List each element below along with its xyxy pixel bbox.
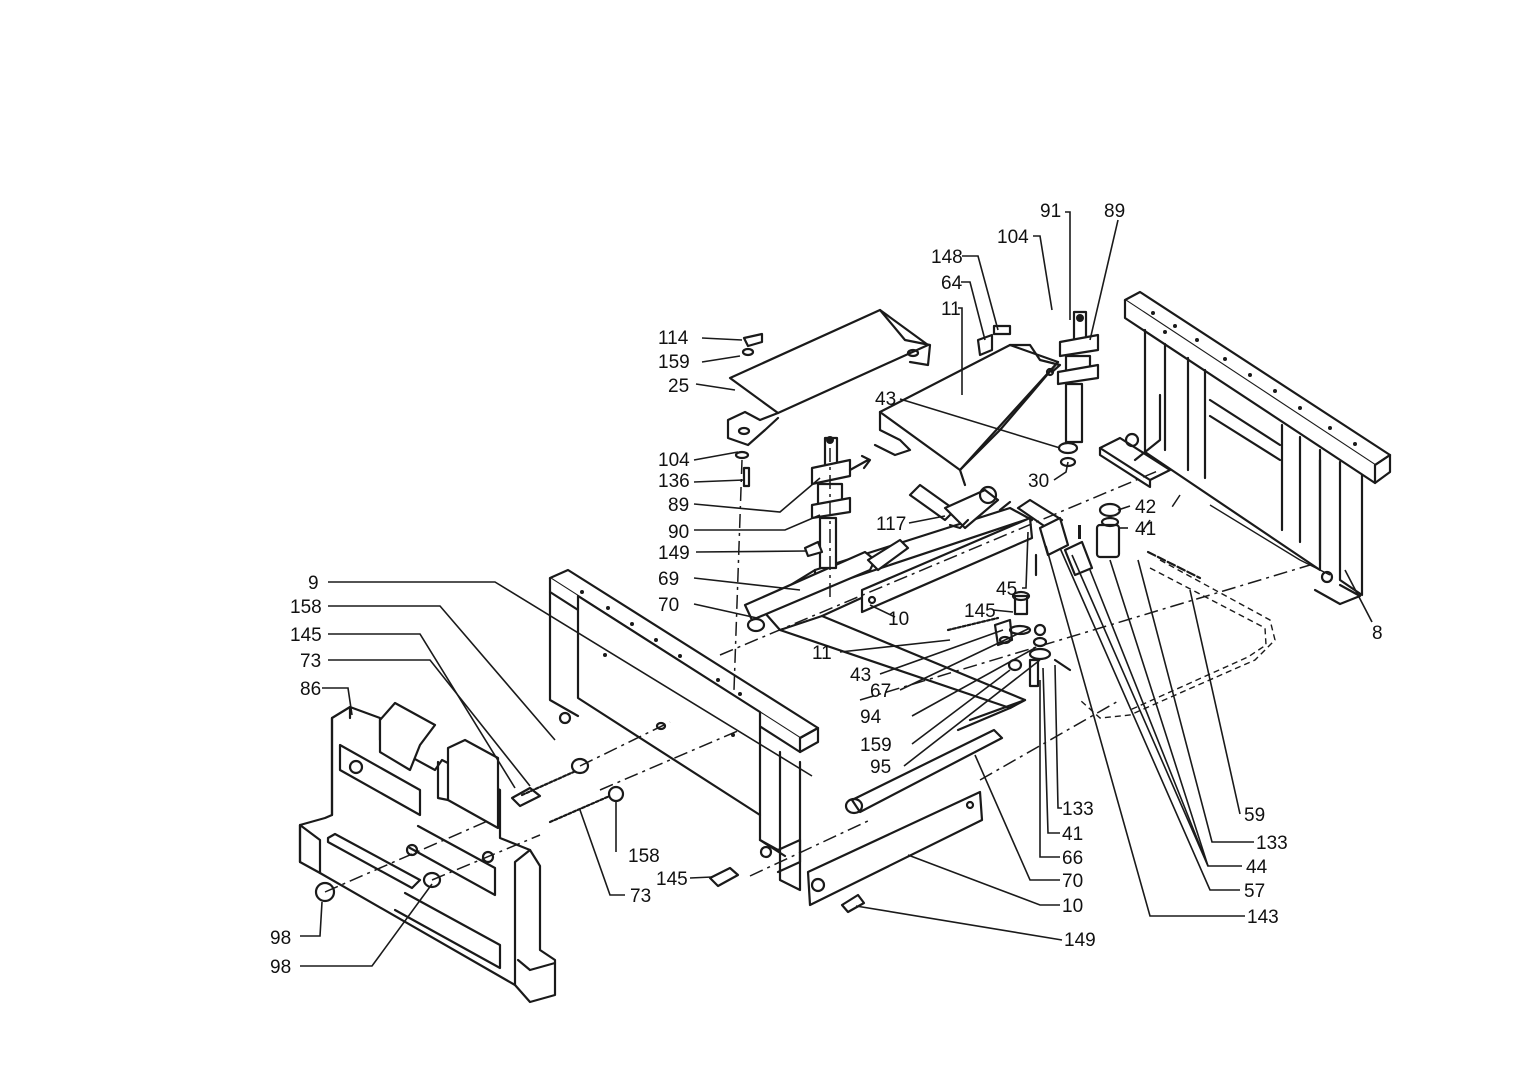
callout-9: 9 xyxy=(308,573,319,594)
blade-part-10-lower xyxy=(806,790,984,907)
callout-45: 45 xyxy=(996,579,1017,600)
callout-145-mid: 145 xyxy=(964,601,996,622)
callout-11-top: 11 xyxy=(941,299,961,320)
callout-73-left: 73 xyxy=(300,651,321,672)
callout-8: 8 xyxy=(1372,623,1383,644)
callout-145-left: 145 xyxy=(290,625,322,646)
callout-145-low: 145 xyxy=(656,869,688,890)
callout-114: 114 xyxy=(658,328,689,349)
callout-143: 143 xyxy=(1247,907,1279,928)
callout-158-left: 158 xyxy=(290,597,322,618)
callout-94: 94 xyxy=(860,707,882,728)
callout-73-low: 73 xyxy=(630,886,651,907)
callout-41-low: 41 xyxy=(1062,824,1083,845)
callout-43-top: 43 xyxy=(875,389,896,410)
callout-98-top: 98 xyxy=(270,928,291,949)
callout-67: 67 xyxy=(870,681,891,702)
callout-104-left: 104 xyxy=(658,450,690,471)
callout-labels: 91 89 104 148 64 11 114 159 25 43 104 13… xyxy=(270,201,1383,978)
arrow-icon xyxy=(848,454,872,472)
callout-66: 66 xyxy=(1062,848,1083,869)
roller-part-70-upper xyxy=(743,538,910,633)
plate-part-11 xyxy=(873,343,1062,487)
callout-104-top: 104 xyxy=(997,227,1029,248)
callout-158-low: 158 xyxy=(628,846,660,867)
callout-133-left: 133 xyxy=(1062,799,1094,820)
callout-98-low: 98 xyxy=(270,957,291,978)
blade-part-10-upper xyxy=(860,516,1034,614)
leader-lines xyxy=(300,211,1373,967)
callout-70-low: 70 xyxy=(1062,871,1083,892)
callout-59: 59 xyxy=(1244,805,1265,826)
callout-149-low: 149 xyxy=(1064,930,1096,951)
callout-136: 136 xyxy=(658,471,690,492)
callout-10-low: 10 xyxy=(1062,896,1083,917)
callout-64: 64 xyxy=(941,273,963,294)
callout-117: 117 xyxy=(876,514,906,535)
small-parts-cluster xyxy=(946,590,1072,688)
callout-148: 148 xyxy=(931,247,963,268)
callout-70-top: 70 xyxy=(658,595,679,616)
guard-part-25 xyxy=(726,308,932,447)
callout-43-mid: 43 xyxy=(850,665,871,686)
spindle-assembly-right-part-89-91 xyxy=(1056,310,1100,444)
callout-90: 90 xyxy=(668,522,689,543)
callout-95: 95 xyxy=(870,757,891,778)
assembly-axes xyxy=(324,448,1311,893)
callout-86: 86 xyxy=(300,679,321,700)
callout-133-right: 133 xyxy=(1256,833,1288,854)
callout-89-left: 89 xyxy=(668,495,689,516)
left-side-frame-part-9 xyxy=(548,568,820,892)
callout-41-top: 41 xyxy=(1135,519,1156,540)
spindle-assembly-left-part-89-90 xyxy=(810,436,852,570)
callout-159-top: 159 xyxy=(658,352,690,373)
right-side-frame-part-8 xyxy=(1098,290,1392,606)
callout-44: 44 xyxy=(1246,857,1268,878)
callout-57: 57 xyxy=(1244,881,1265,902)
chain-part-59 xyxy=(1079,550,1276,719)
callout-89-top: 89 xyxy=(1104,201,1125,222)
callout-25: 25 xyxy=(668,376,689,397)
shaft-parts-41-42-44-45-57 xyxy=(998,498,1122,577)
callout-10-top: 10 xyxy=(888,609,909,630)
callout-149-top: 149 xyxy=(658,543,690,564)
handle-part-117 xyxy=(908,483,1000,530)
callout-42: 42 xyxy=(1135,497,1156,518)
callout-69: 69 xyxy=(658,569,679,590)
callout-11-mid: 11 xyxy=(812,643,832,664)
callout-91: 91 xyxy=(1040,201,1061,222)
front-cover-part-86 xyxy=(298,701,557,1004)
roller-part-70-lower xyxy=(844,728,1004,815)
callout-30: 30 xyxy=(1028,471,1049,492)
callout-159-mid: 159 xyxy=(860,735,892,756)
